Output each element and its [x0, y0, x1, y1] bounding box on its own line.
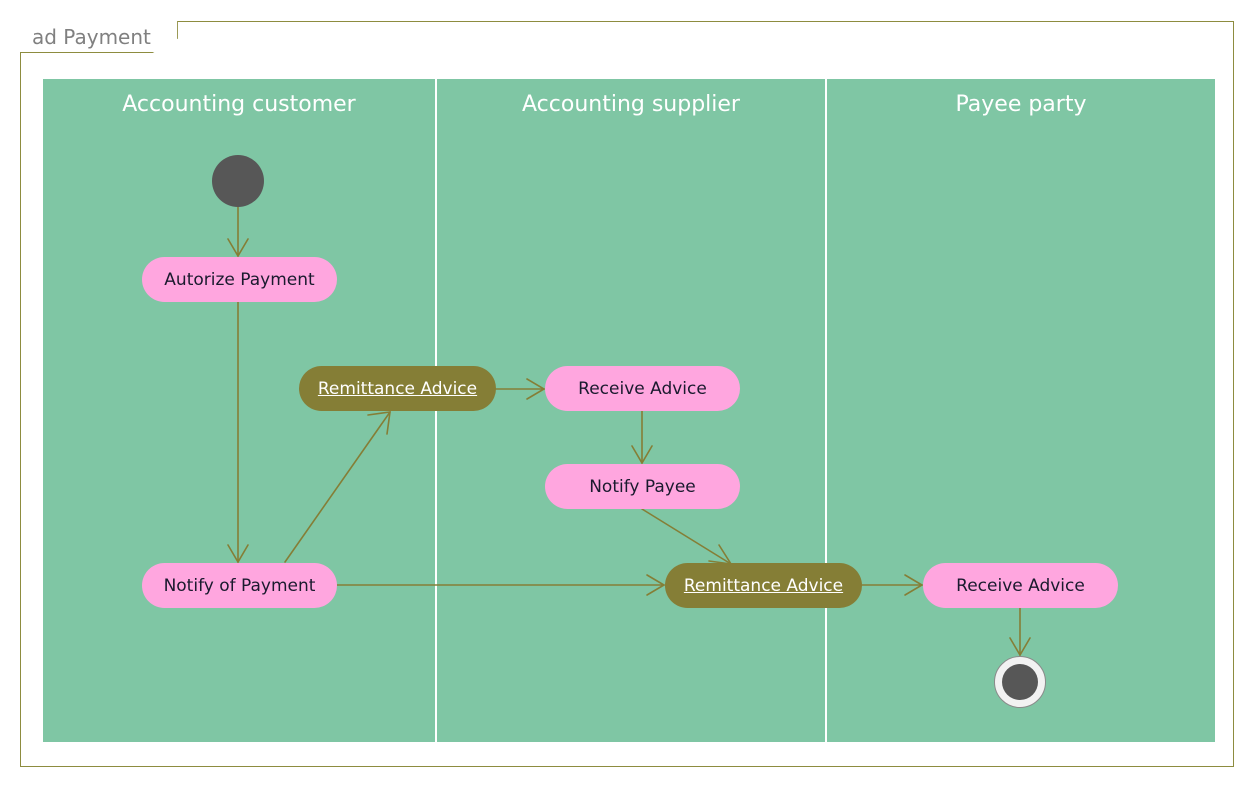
final-node[interactable]: [994, 656, 1046, 708]
object-node-remittance-advice-1[interactable]: Remittance Advice: [299, 366, 496, 411]
uml-frame: [20, 21, 1234, 767]
object-node-remittance-advice-2[interactable]: Remittance Advice: [665, 563, 862, 608]
final-node-core: [1002, 664, 1038, 700]
lane-header-accounting-supplier: Accounting supplier: [522, 92, 740, 117]
action-receive-advice-payee[interactable]: Receive Advice: [923, 563, 1118, 608]
lane-header-accounting-customer: Accounting customer: [122, 92, 356, 117]
lane-divider-2: [825, 79, 827, 742]
action-receive-advice-supplier[interactable]: Receive Advice: [545, 366, 740, 411]
uml-frame-tab: ad Payment: [20, 21, 178, 53]
action-autorize-payment[interactable]: Autorize Payment: [142, 257, 337, 302]
initial-node[interactable]: [212, 155, 264, 207]
uml-frame-label: ad Payment: [32, 24, 151, 49]
action-notify-of-payment[interactable]: Notify of Payment: [142, 563, 337, 608]
action-notify-payee[interactable]: Notify Payee: [545, 464, 740, 509]
lane-header-payee-party: Payee party: [955, 92, 1087, 117]
